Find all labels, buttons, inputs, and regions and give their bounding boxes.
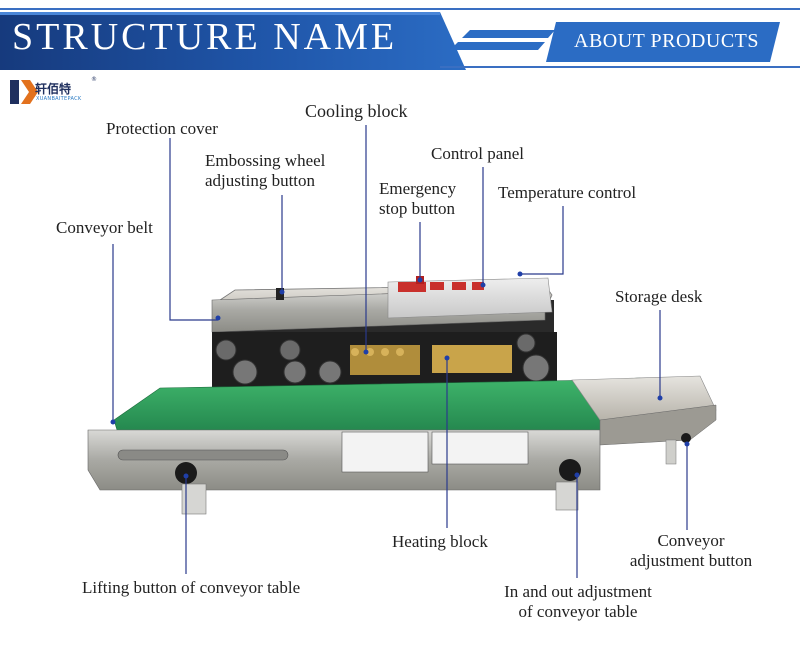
label-in-out-adjustment-line2: of conveyor table bbox=[518, 602, 638, 621]
label-embossing-wheel-line1: Embossing wheel bbox=[205, 151, 326, 170]
brand-tagline: XUANBAITEPACK bbox=[36, 96, 82, 102]
label-in-out-adjustment-line1: In and out adjustment bbox=[504, 582, 652, 601]
brand-registered-mark: ® bbox=[91, 76, 97, 83]
conveyor-body bbox=[87, 375, 717, 515]
page-subtitle: ABOUT PRODUCTS bbox=[574, 30, 759, 52]
label-conveyor-adjustment-line2: adjustment button bbox=[629, 551, 753, 570]
banner-graphic bbox=[0, 8, 800, 70]
label-heating-block: Heating block bbox=[392, 532, 488, 551]
machine-head bbox=[211, 276, 557, 387]
label-conveyor-belt: Conveyor belt bbox=[56, 218, 153, 237]
label-emergency-stop-line2: stop button bbox=[379, 199, 456, 218]
label-conveyor-adjustment-line1: Conveyor bbox=[657, 531, 725, 550]
label-protection-cover: Protection cover bbox=[106, 119, 218, 138]
label-control-panel: Control panel bbox=[431, 144, 525, 163]
page-title: STRUCTURE NAME bbox=[12, 16, 398, 58]
leader-lines bbox=[110, 125, 690, 578]
label-emergency-stop-line1: Emergency bbox=[379, 179, 457, 198]
label-temperature-control: Temperature control bbox=[498, 183, 637, 202]
brand-name: 轩佰特 bbox=[35, 82, 72, 96]
brand-logo bbox=[10, 80, 38, 104]
label-embossing-wheel-line2: adjusting button bbox=[205, 171, 316, 190]
label-storage-desk: Storage desk bbox=[615, 287, 703, 306]
label-lifting-button: Lifting button of conveyor table bbox=[82, 578, 301, 597]
header-banner: STRUCTURE NAME ABOUT PRODUCTS bbox=[0, 0, 800, 70]
label-cooling-block: Cooling block bbox=[305, 101, 408, 121]
